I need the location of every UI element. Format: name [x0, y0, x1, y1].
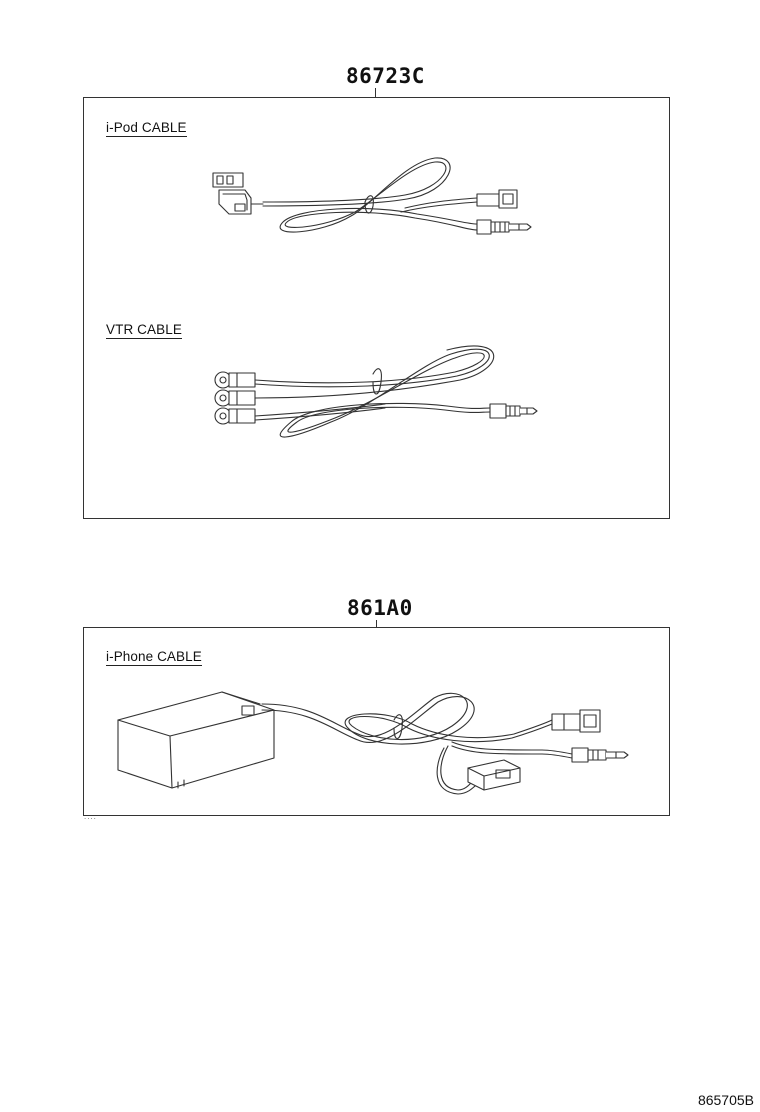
diagram-number: 865705B [697, 1092, 754, 1108]
iphone-cable-icon[interactable] [112, 684, 642, 799]
ipod-cable-icon[interactable] [205, 157, 545, 255]
group-frame-86723c [83, 97, 670, 519]
group-frame-861a0 [83, 627, 670, 816]
vtr-cable-caption: VTR CABLE [106, 322, 182, 339]
iphone-cable-caption: i-Phone CABLE [106, 649, 202, 666]
part-number-861a0[interactable]: 861A0 [347, 596, 413, 620]
leader-line [375, 88, 376, 98]
part-number-86723c[interactable]: 86723C [346, 64, 425, 88]
frame-corner-mark: .... [84, 812, 97, 821]
leader-line [376, 620, 377, 628]
ipod-cable-caption: i-Pod CABLE [106, 120, 187, 137]
vtr-cable-icon[interactable] [205, 345, 545, 447]
